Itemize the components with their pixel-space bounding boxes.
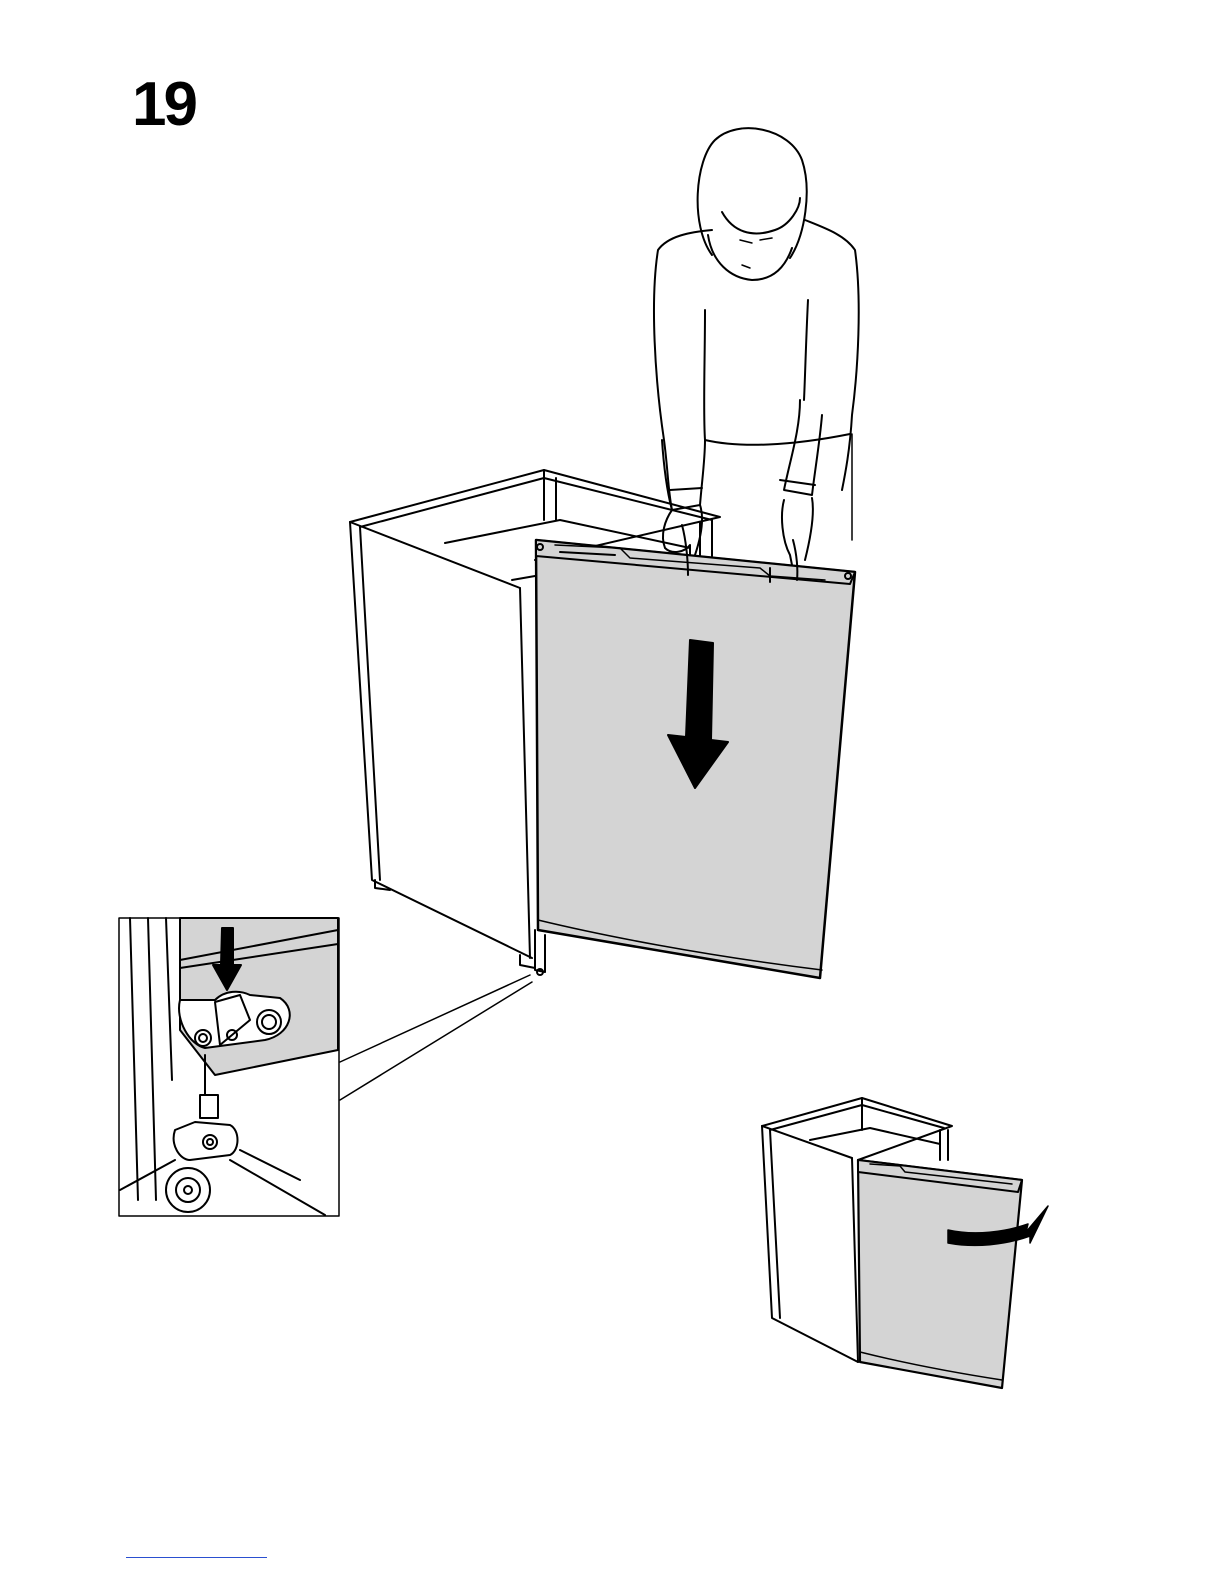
hinge-detail-callout (119, 918, 532, 1216)
footer-rule (126, 1557, 267, 1558)
